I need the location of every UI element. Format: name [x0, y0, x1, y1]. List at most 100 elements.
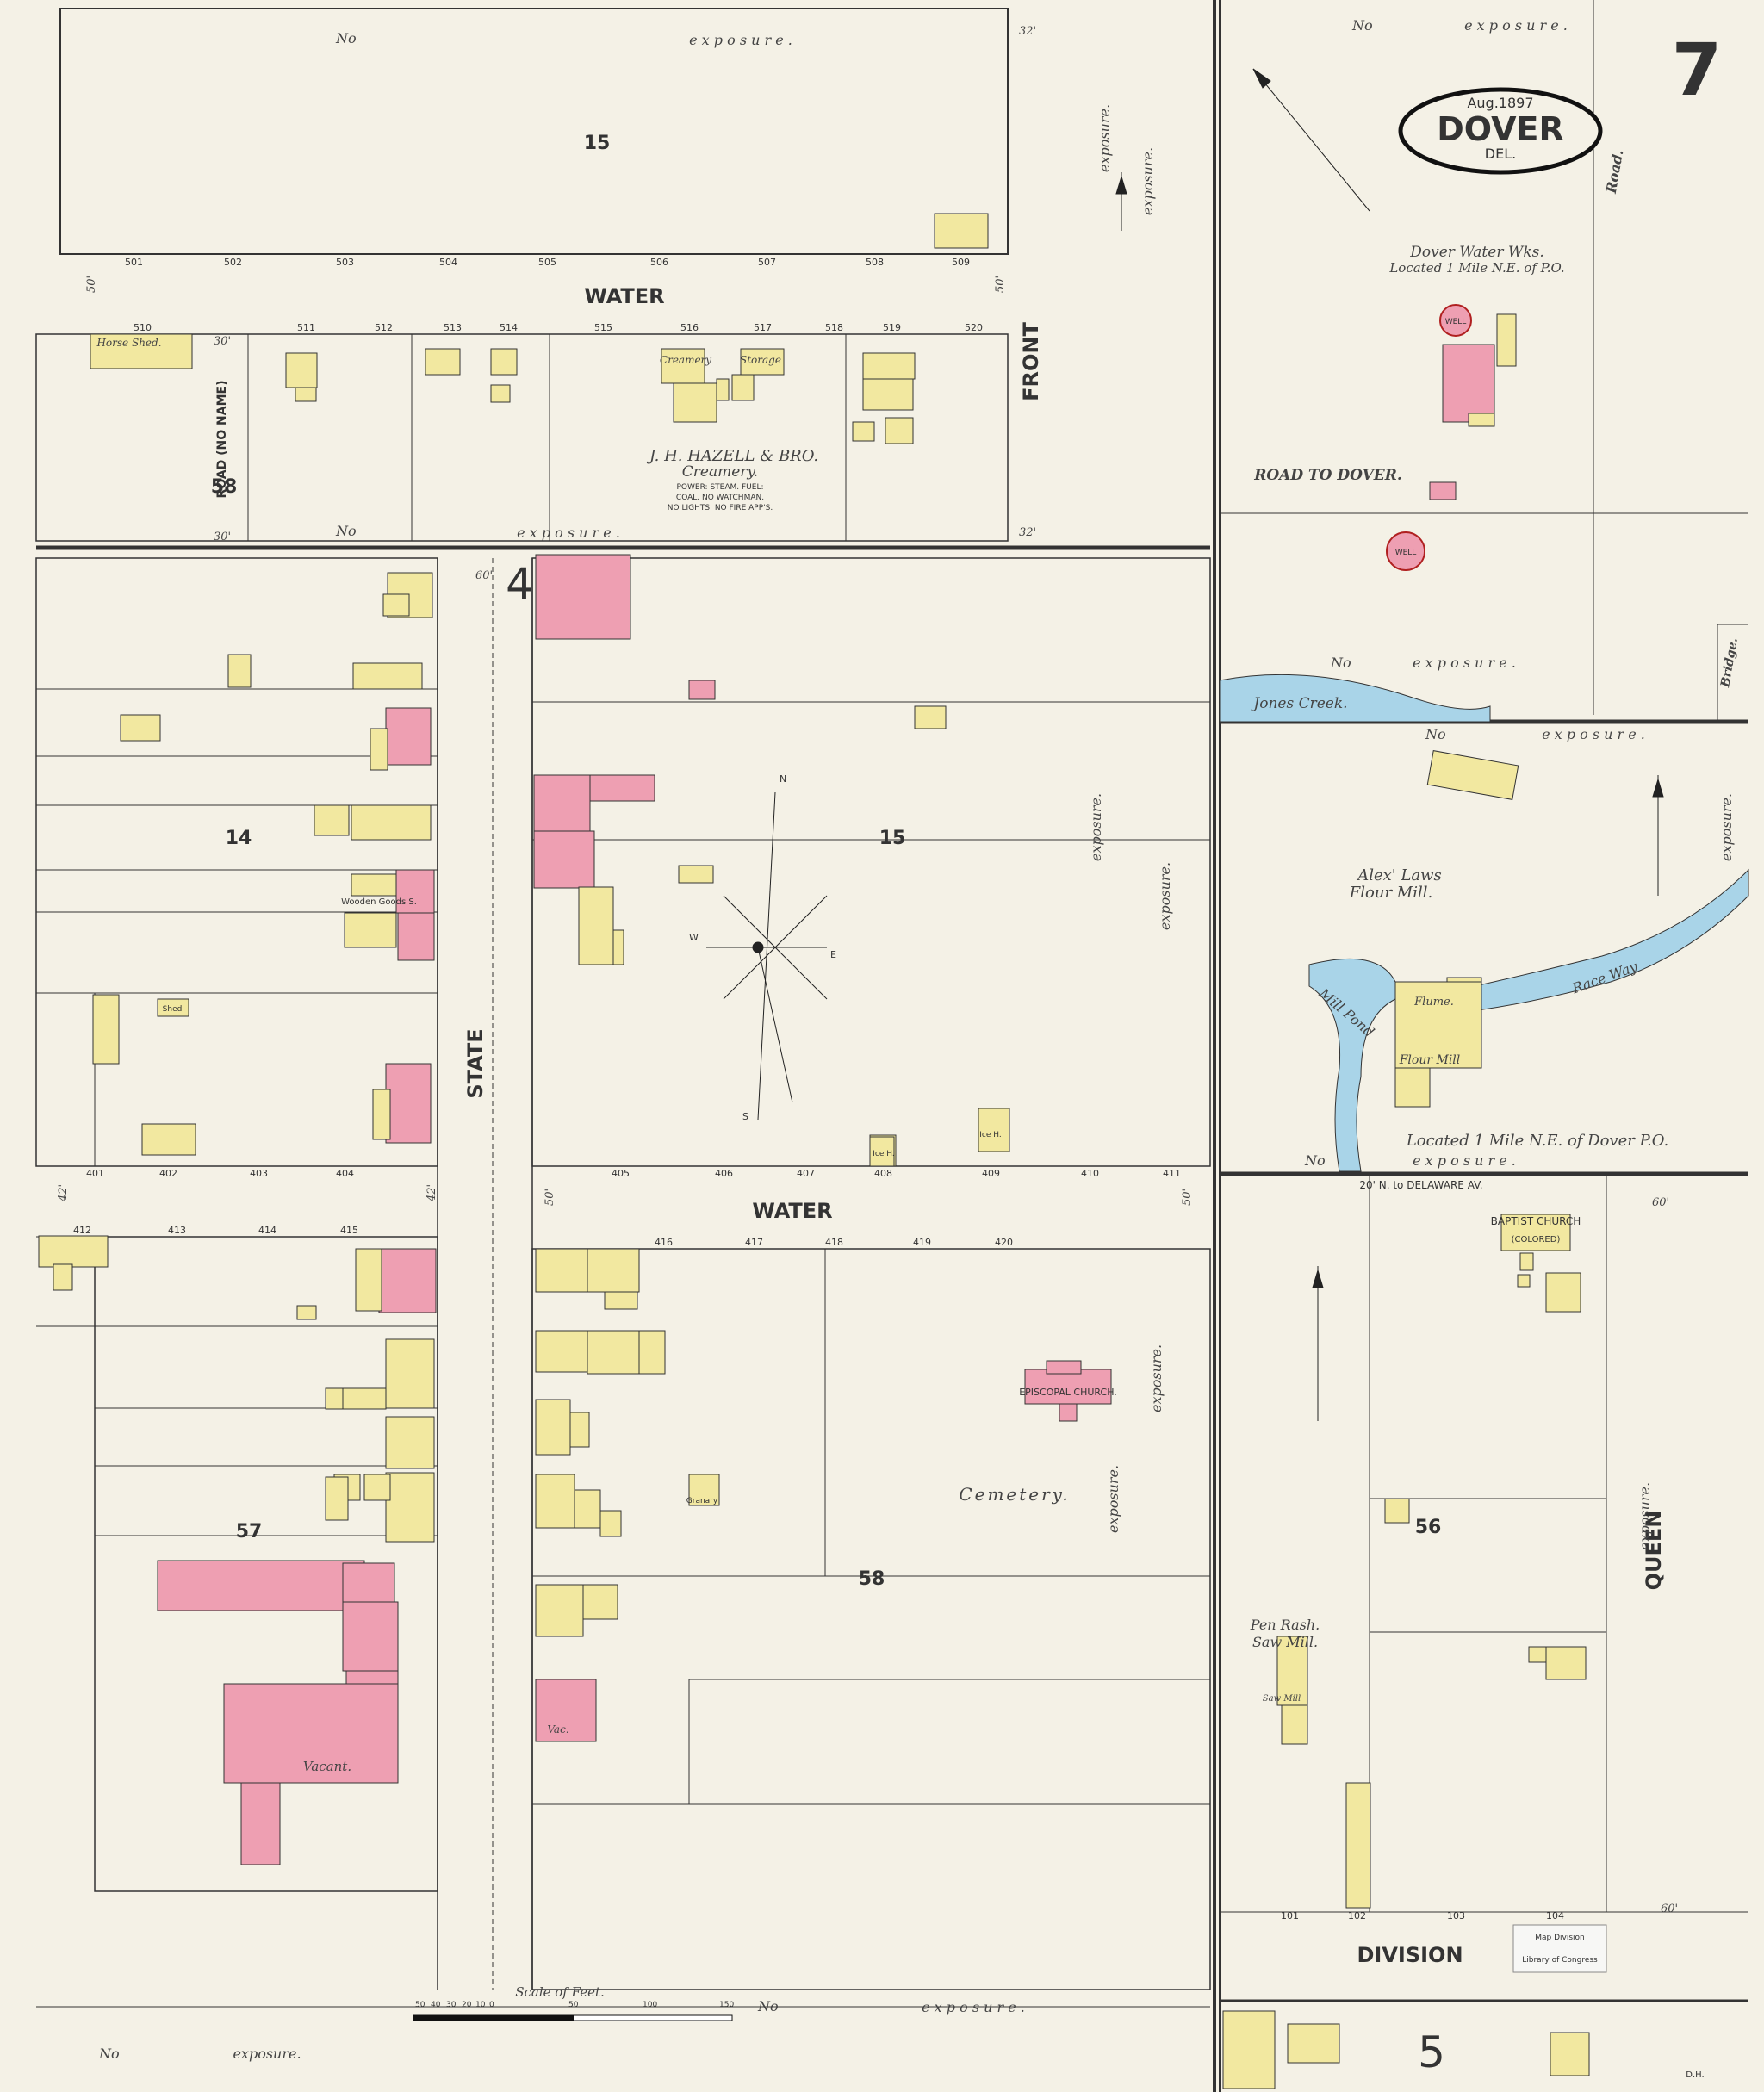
saw-mill-owner: Pen Rash. — [1250, 1617, 1320, 1633]
addr-512: 512 — [375, 322, 393, 333]
creamery-sub: Creamery. — [682, 463, 758, 481]
block-numbers: 15 58 14 15 57 58 56 5 4 — [211, 133, 1445, 2077]
street-water-top: WATER — [584, 284, 664, 308]
addr-102: 102 — [1348, 1910, 1366, 1921]
buildings — [38, 213, 1590, 2089]
exposure-mill-left: exposure. — [1157, 862, 1173, 930]
compass-rose — [706, 791, 828, 1120]
dim-60-state: 60' — [475, 569, 493, 582]
addr-503: 503 — [336, 257, 354, 268]
episcopal-church: EPISCOPAL CHURCH. — [1019, 1387, 1117, 1398]
addr-507: 507 — [758, 257, 776, 268]
wooden-goods: Wooden Goods S. — [341, 897, 417, 907]
title-cartouche: Aug.1897 DOVER DEL. — [1398, 87, 1603, 175]
dim-50-water-left: 50' — [543, 1189, 556, 1206]
addr-103: 103 — [1447, 1910, 1465, 1921]
storage-bldg: Storage — [740, 354, 781, 366]
addr-409: 409 — [982, 1168, 1000, 1179]
addr-410: 410 — [1081, 1168, 1099, 1179]
addr-413: 413 — [168, 1225, 186, 1236]
block-56: 56 — [1415, 1517, 1442, 1538]
dim-50-right: 50' — [994, 276, 1007, 293]
exposure-no-mill: No — [1425, 726, 1446, 742]
block-15-mid: 15 — [879, 828, 906, 849]
address-numbers: 501 502 503 504 505 506 507 508 509 510 … — [73, 257, 1564, 1921]
block-14: 14 — [226, 828, 252, 849]
addr-404: 404 — [336, 1168, 354, 1179]
addr-510: 510 — [134, 322, 152, 333]
addr-509: 509 — [952, 257, 970, 268]
scale-bar: Scale of Feet. 50 40 30 20 10 0 50 100 1… — [413, 1984, 734, 2021]
saw-mill-bldg: Saw Mill — [1263, 1694, 1301, 1704]
block-5: 5 — [1418, 2027, 1445, 2077]
shed-label: Shed — [163, 1005, 183, 1014]
jones-creek: Jones Creek. — [1251, 695, 1347, 712]
flour-mill-title: Flour Mill. — [1349, 884, 1432, 902]
addr-407: 407 — [797, 1168, 815, 1179]
addr-420: 420 — [995, 1237, 1013, 1248]
exposure-word-top: e x p o s u r e . — [689, 32, 792, 48]
granary-label: Granary — [686, 1497, 718, 1505]
dim-60-queen: 60' — [1652, 1196, 1669, 1209]
exposure-no-58: No — [335, 523, 357, 539]
stamp-line-1: Map Division — [1535, 1934, 1585, 1942]
north-arrows — [1115, 68, 1664, 1421]
sheet-number: 7 — [1672, 28, 1722, 112]
addr-502: 502 — [224, 257, 242, 268]
addr-101: 101 — [1281, 1910, 1299, 1921]
addr-508: 508 — [866, 257, 884, 268]
block-58-mid: 58 — [859, 1568, 885, 1590]
creamery-bldg: Creamery — [660, 354, 711, 366]
exposure-word-bottom-right: e x p o s u r e . — [922, 1999, 1025, 2015]
addr-412: 412 — [73, 1225, 91, 1236]
horse-shed: Horse Shed. — [96, 337, 161, 349]
addr-515: 515 — [594, 322, 612, 333]
library-stamp: Map Division Library of Congress — [1512, 1924, 1607, 1973]
exposure-right-low: exposure. — [1105, 1465, 1121, 1533]
baptist-church: BAPTIST CHURCH — [1491, 1215, 1581, 1227]
street-water-mid: WATER — [752, 1199, 832, 1223]
addr-516: 516 — [680, 322, 699, 333]
exposure-no-bottom: No — [98, 2045, 120, 2062]
scale-tick-0: 50 — [415, 2001, 425, 2009]
exposure-word-ur: e x p o s u r e . — [1464, 17, 1568, 34]
place-labels: J. H. HAZELL & BRO. Creamery. POWER: STE… — [96, 244, 1704, 2080]
flour-mill-bldg: Flour Mill — [1399, 1053, 1461, 1067]
addr-415: 415 — [340, 1225, 358, 1236]
addr-401: 401 — [86, 1168, 104, 1179]
creamery-note-2: COAL. NO WATCHMAN. — [676, 494, 764, 502]
addr-408: 408 — [874, 1168, 892, 1179]
scale-tick-7: 100 — [643, 2001, 657, 2009]
street-queen: QUEEN — [1642, 1511, 1666, 1591]
addr-104: 104 — [1546, 1910, 1564, 1921]
exposure-lr-right: exposure. — [1637, 1482, 1653, 1550]
exposure-lr-left: exposure. — [1148, 1344, 1165, 1412]
creamery-note-1: POWER: STEAM. FUEL: — [676, 483, 763, 492]
dim-42-right: 42' — [425, 1184, 438, 1202]
compass-w: W — [689, 932, 699, 943]
dim-30-upper: 30' — [214, 335, 231, 348]
street-division: DIVISION — [1357, 1943, 1463, 1967]
saw-mill-title: Saw Mill. — [1252, 1634, 1318, 1650]
addr-411: 411 — [1163, 1168, 1181, 1179]
vac-label: Vac. — [547, 1723, 568, 1735]
creamery-note-3: NO LIGHTS. NO FIRE APP'S. — [668, 504, 773, 512]
dim-32-top: 32' — [1019, 25, 1036, 38]
addr-514: 514 — [500, 322, 518, 333]
addr-403: 403 — [250, 1168, 268, 1179]
addr-419: 419 — [913, 1237, 931, 1248]
exposure-no-creek: No — [1330, 655, 1351, 671]
exposure-notes: No e x p o s u r e . No e x p o s u r e … — [98, 17, 1735, 2062]
exposure-no-ur: No — [1351, 17, 1373, 34]
addr-501: 501 — [125, 257, 143, 268]
street-front: FRONT — [1019, 322, 1043, 401]
compass-s: S — [742, 1111, 748, 1122]
waterways — [1219, 674, 1749, 1172]
exposure-no-mill-bot: No — [1304, 1152, 1326, 1169]
scale-title: Scale of Feet. — [515, 1984, 605, 2000]
addr-519: 519 — [883, 322, 901, 333]
map-grid — [35, 0, 1748, 2092]
addr-414: 414 — [258, 1225, 276, 1236]
dim-50-left: 50' — [85, 276, 98, 293]
